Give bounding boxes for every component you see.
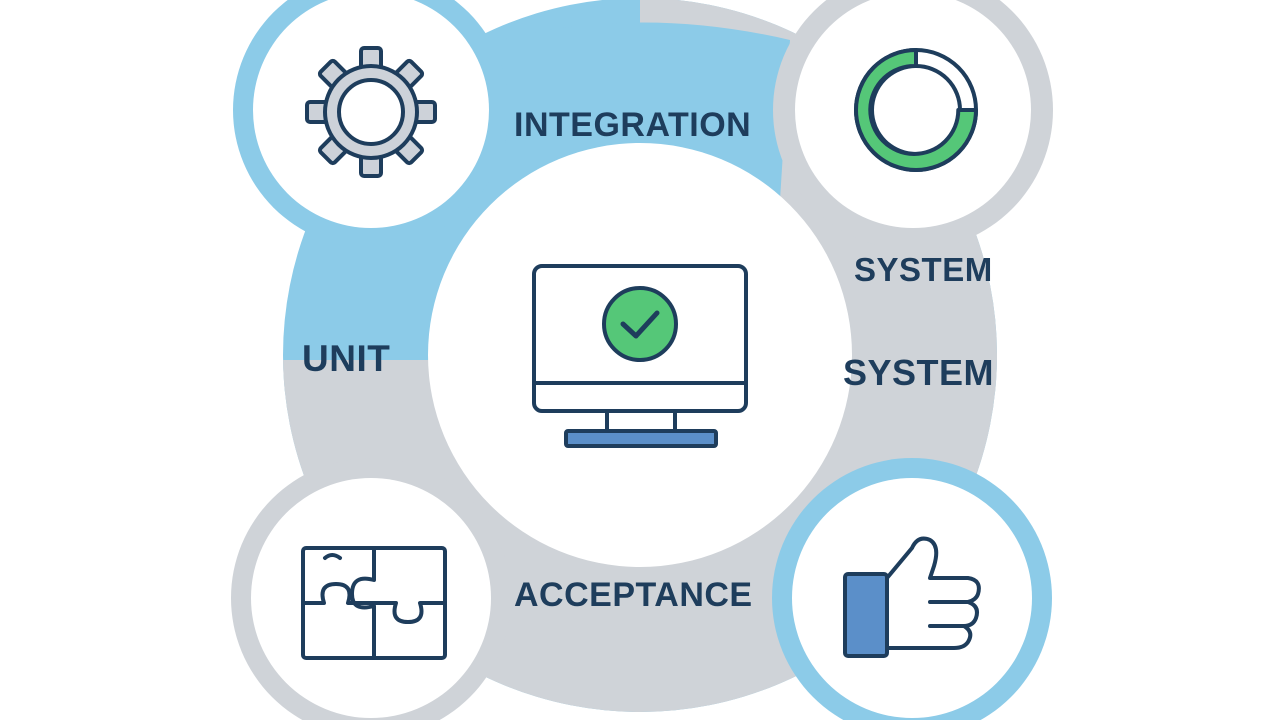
label-unit: UNIT — [302, 338, 391, 379]
ring-progress-icon — [854, 48, 978, 172]
label-integration: INTEGRATION — [514, 106, 752, 144]
label-acceptance: ACCEPTANCE — [514, 576, 753, 614]
monitor-check-icon — [532, 264, 748, 448]
puzzle-icon — [301, 546, 447, 660]
label-system-lower: SYSTEM — [843, 352, 995, 393]
label-system-upper: SYSTEM — [854, 251, 993, 288]
gear-icon — [305, 46, 437, 178]
thumbs-up-icon — [843, 536, 981, 658]
